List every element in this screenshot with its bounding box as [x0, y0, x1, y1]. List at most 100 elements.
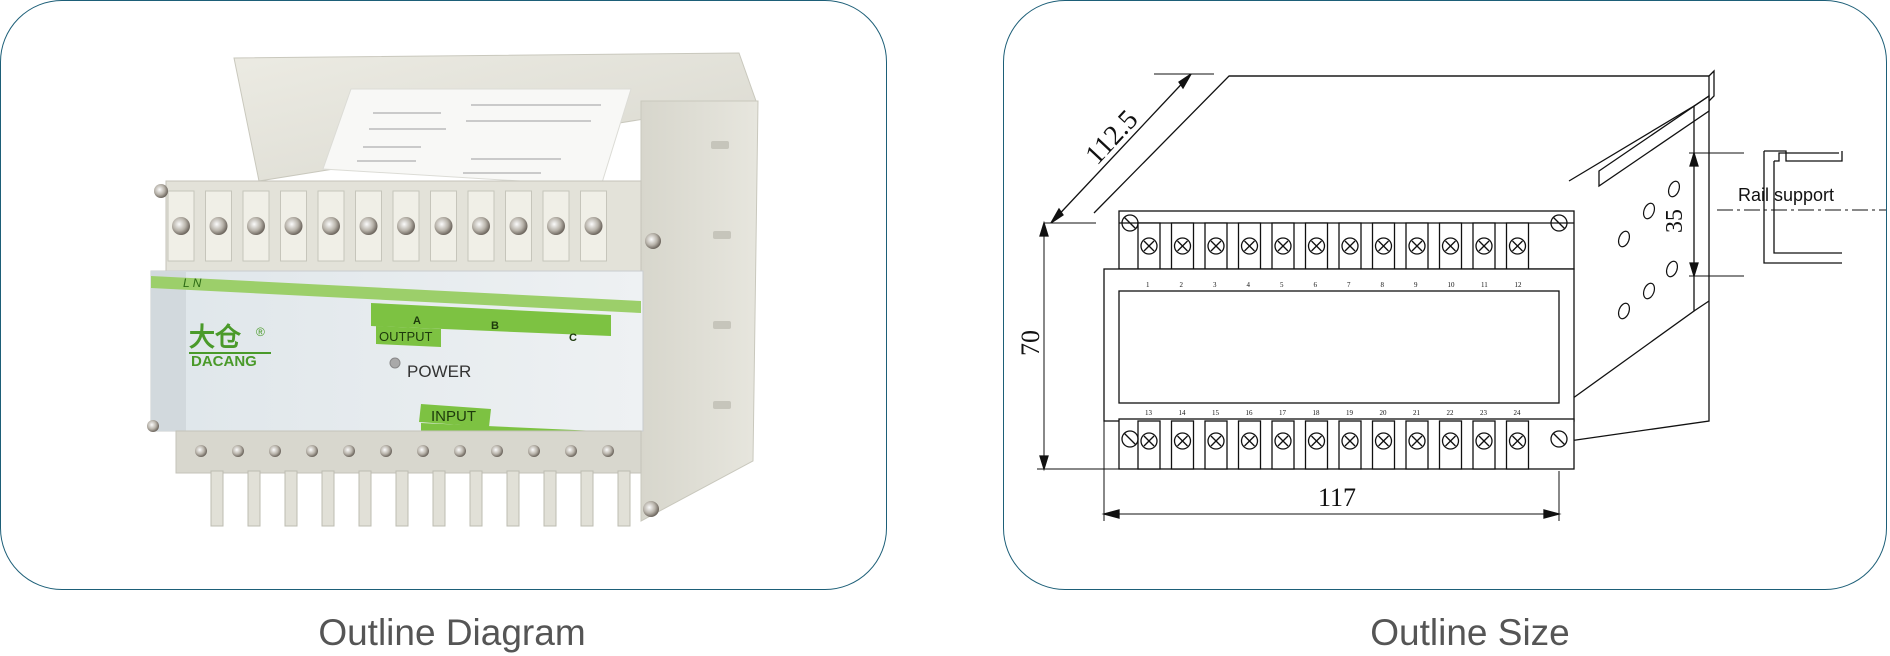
terminal-screw [434, 217, 453, 235]
output-phase-c: C [569, 332, 577, 344]
brand-registered: ® [256, 325, 265, 339]
input-tag [419, 404, 491, 427]
bottom-terminal [1338, 420, 1362, 470]
product-illustration: L N OUTPUT A B C 大仓 ® DACANG POWER INPUT… [147, 52, 759, 527]
terminal-number: 14 [1179, 409, 1187, 417]
terminal-screw [565, 445, 577, 457]
terminal-screw [209, 217, 228, 235]
terminal-screw [1408, 432, 1426, 450]
terminal-screw [1140, 237, 1158, 255]
terminal-number: 5 [1280, 281, 1284, 289]
dimension-width: 117 [1318, 483, 1356, 512]
output-phase-a: A [413, 315, 421, 327]
terminal-number: 9 [1414, 281, 1418, 289]
terminal-screw [584, 217, 603, 235]
terminal-screw [1441, 237, 1460, 255]
terminal-screw [284, 217, 303, 235]
caption-outline-size: Outline Size [1370, 612, 1570, 653]
terminal-screw [397, 217, 415, 235]
terminal-number: 2 [1180, 281, 1184, 289]
caption-outline-diagram: Outline Diagram [318, 612, 586, 653]
terminal-screw [1240, 432, 1259, 450]
rail-support-label: Rail support [1738, 185, 1834, 205]
terminal-screw [602, 445, 614, 457]
terminal-screw [172, 217, 190, 235]
terminal-screw [232, 445, 244, 457]
brand-english: DACANG [191, 353, 257, 370]
bottom-terminal [1237, 420, 1262, 470]
terminal-fin [432, 470, 446, 527]
terminal-number: 1 [1146, 281, 1150, 289]
output-strip [371, 303, 611, 336]
dimension-height: 70 [1016, 330, 1045, 356]
ln-label: L N [183, 276, 202, 290]
bottom-terminal [1371, 420, 1396, 470]
terminal-screw [1374, 237, 1393, 255]
terminal-fin [321, 470, 335, 527]
terminal-screw [359, 217, 378, 235]
terminal-number: 20 [1380, 409, 1388, 417]
terminal-screw [1341, 237, 1359, 255]
terminal-screw [509, 217, 528, 235]
terminal-fin [358, 470, 372, 527]
terminal-number: 16 [1246, 409, 1254, 417]
power-led [389, 357, 401, 369]
terminal-screw [1207, 432, 1225, 450]
bottom-terminal [1304, 420, 1329, 470]
input-label: INPUT [431, 408, 476, 425]
terminal-screw [472, 217, 490, 235]
terminal-screw [322, 217, 340, 235]
terminal-number: 12 [1515, 281, 1523, 289]
housing-side [640, 100, 759, 522]
terminal-number: 22 [1447, 409, 1455, 417]
terminal-number: 3 [1213, 281, 1217, 289]
terminal-screw [195, 445, 207, 457]
terminal-screw [1441, 432, 1460, 450]
terminal-fin [247, 470, 261, 527]
terminal-fin [469, 470, 483, 527]
output-label: OUTPUT [379, 329, 433, 344]
terminal-fin [284, 470, 298, 527]
terminal-number: 17 [1279, 409, 1287, 417]
output-tag [376, 326, 441, 347]
front-body [1103, 268, 1575, 422]
terminal-screw [1307, 237, 1326, 255]
outline-diagram-panel: L N OUTPUT A B C 大仓 ® DACANG POWER INPUT… [0, 0, 887, 590]
terminal-screw [1173, 237, 1192, 255]
terminal-screw [1274, 237, 1292, 255]
terminal-screw [1508, 237, 1527, 255]
bottom-terminal-block [175, 430, 642, 474]
terminal-number: 24 [1514, 409, 1522, 417]
terminal-number: 4 [1247, 281, 1251, 289]
terminal-screw [1475, 432, 1493, 450]
dimension-rail: 35 [1662, 209, 1688, 233]
terminal-number: 15 [1212, 409, 1220, 417]
power-label: POWER [407, 362, 471, 381]
terminal-fin [395, 470, 409, 527]
terminal-number: 13 [1145, 409, 1153, 417]
outline-size-panel: 112.5 35 Rail support [1003, 0, 1887, 590]
terminal-number: 19 [1346, 409, 1354, 417]
terminal-number: 23 [1480, 409, 1488, 417]
bottom-terminal [1137, 420, 1161, 470]
terminal-screw [343, 445, 355, 457]
terminal-screw [491, 445, 503, 457]
bottom-terminal [1505, 420, 1530, 470]
output-phase-b: B [491, 320, 499, 332]
terminal-screw [1240, 237, 1259, 255]
bottom-terminal [1170, 420, 1195, 470]
terminal-fin [580, 470, 594, 527]
terminal-screw [1508, 432, 1527, 450]
terminal-fin [543, 470, 557, 527]
terminal-screw [1374, 432, 1393, 450]
terminal-screw [247, 217, 265, 235]
terminal-screw [417, 445, 429, 457]
terminal-number: 18 [1313, 409, 1321, 417]
terminal-screw [1408, 237, 1426, 255]
ln-strip [151, 276, 641, 313]
terminal-fin [506, 470, 520, 527]
terminal-number: 6 [1314, 281, 1318, 289]
terminal-screw [1307, 432, 1326, 450]
terminal-screw [1173, 432, 1192, 450]
terminal-number: 10 [1448, 281, 1456, 289]
